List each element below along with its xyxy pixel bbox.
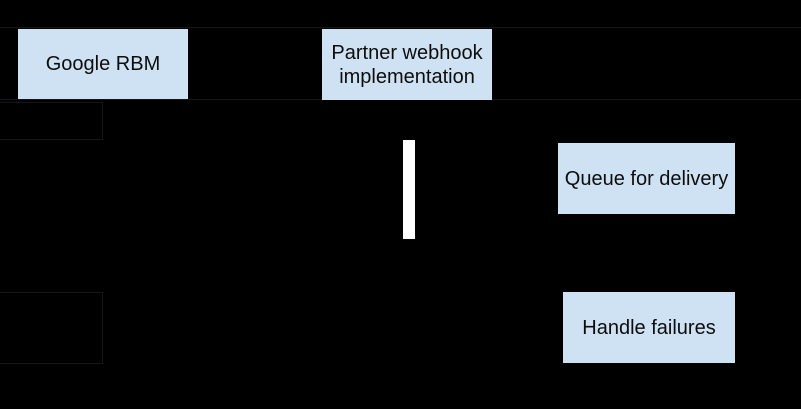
node-handle-failures-label: Handle failures — [582, 316, 716, 339]
hidden-note-box-top — [0, 102, 103, 140]
node-queue-for-delivery: Queue for delivery — [558, 143, 735, 214]
node-google-rbm: Google RBM — [18, 29, 188, 99]
node-queue-for-delivery-label: Queue for delivery — [564, 167, 729, 190]
node-partner-webhook-implementation: Partner webhook implementation — [322, 29, 492, 100]
node-handle-failures: Handle failures — [563, 292, 735, 363]
activation-bar — [403, 140, 415, 239]
node-partner-webhook-implementation-label: Partner webhook implementation — [331, 41, 483, 88]
hidden-note-box-bottom — [0, 292, 103, 364]
node-google-rbm-label: Google RBM — [45, 53, 161, 75]
